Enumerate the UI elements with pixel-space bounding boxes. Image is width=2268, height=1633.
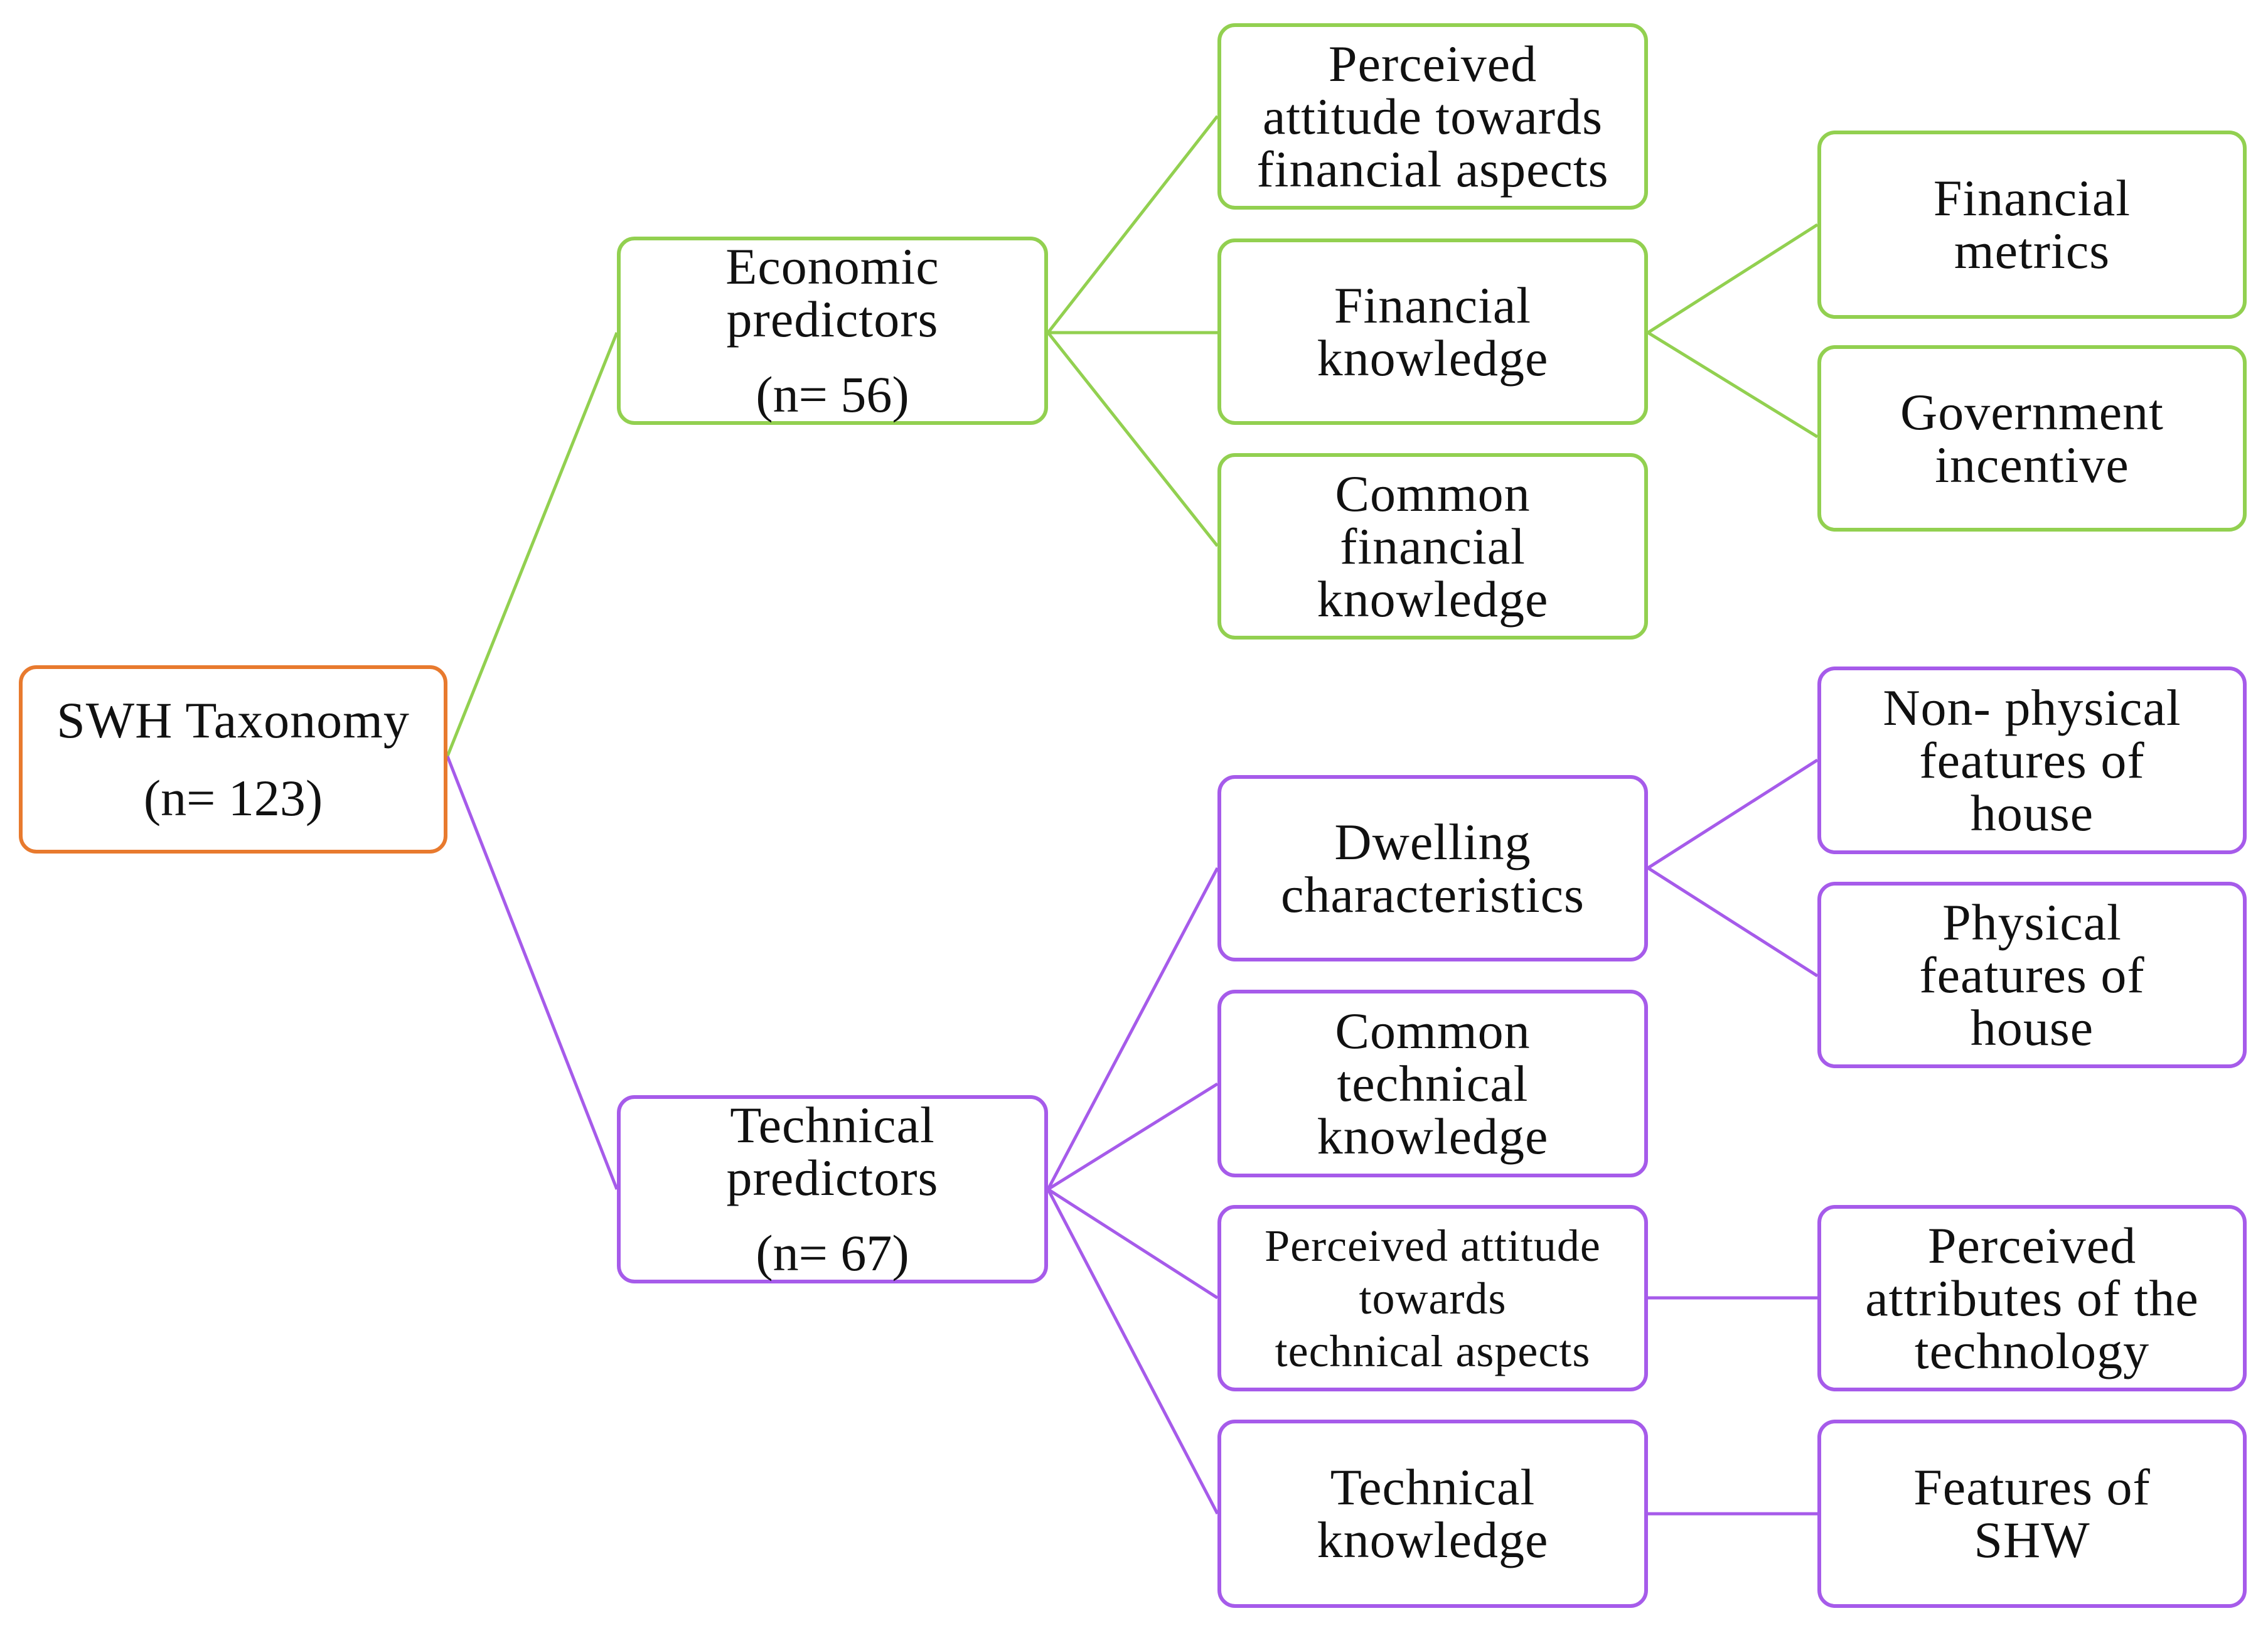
node-features-of-shw: Features of SHW	[1817, 1420, 2247, 1608]
node-technical-predictors-label: Technical predictors	[726, 1096, 939, 1206]
link-technical-dwelling	[1046, 867, 1219, 1191]
node-attitude-technical: Perceived attitude towards technical asp…	[1217, 1205, 1648, 1391]
node-government-incentive-label: Government incentive	[1900, 383, 2164, 493]
node-technical-predictors: Technical predictors (n= 67)	[617, 1095, 1048, 1283]
link-dwelling-physical	[1647, 866, 1819, 978]
node-dwelling-characteristics: Dwelling characteristics	[1217, 775, 1648, 961]
node-economic-predictors: Economic predictors (n= 56)	[617, 237, 1048, 425]
node-non-physical-features-label: Non- physical features of house	[1883, 678, 2181, 842]
node-perceived-attributes-label: Perceived attributes of the technology	[1865, 1216, 2199, 1379]
node-government-incentive: Government incentive	[1817, 345, 2247, 532]
node-common-financial-knowledge-label: Common financial knowledge	[1317, 464, 1549, 628]
link-knowledge-metrics	[1647, 223, 1819, 335]
link-dwelling-nonphysical	[1647, 758, 1819, 870]
node-attitude-technical-label: Perceived attitude towards technical asp…	[1265, 1220, 1601, 1376]
node-technical-knowledge: Technical knowledge	[1217, 1420, 1648, 1608]
node-financial-metrics-label: Financial metrics	[1933, 169, 2131, 279]
node-non-physical-features: Non- physical features of house	[1817, 667, 2247, 854]
node-common-financial-knowledge: Common financial knowledge	[1217, 453, 1648, 640]
link-root-economic	[446, 332, 619, 757]
node-swh-taxonomy-count: (n= 123)	[143, 769, 323, 827]
node-common-technical-knowledge-label: Common technical knowledge	[1317, 1002, 1549, 1165]
node-perceived-attributes: Perceived attributes of the technology	[1817, 1205, 2247, 1391]
link-technical-knowledge	[1046, 1188, 1219, 1515]
link-knowledge-incentive	[1647, 331, 1819, 439]
node-swh-taxonomy-label: SWH Taxonomy	[56, 692, 410, 749]
node-financial-metrics: Financial metrics	[1817, 131, 2247, 319]
node-features-of-shw-label: Features of SHW	[1913, 1459, 2151, 1568]
node-dwelling-characteristics-label: Dwelling characteristics	[1281, 813, 1585, 923]
link-economic-attitude	[1047, 115, 1219, 334]
link-economic-common	[1047, 331, 1219, 547]
node-financial-knowledge: Financial knowledge	[1217, 238, 1648, 425]
node-financial-knowledge-label: Financial knowledge	[1317, 276, 1549, 387]
link-technical-attitude	[1047, 1187, 1219, 1300]
node-technical-predictors-count: (n= 67)	[756, 1224, 909, 1282]
node-common-technical-knowledge: Common technical knowledge	[1217, 990, 1648, 1177]
node-attitude-financial: Perceived attitude towards financial asp…	[1217, 23, 1648, 210]
node-economic-predictors-count: (n= 56)	[756, 366, 909, 423]
node-economic-predictors-label: Economic predictors	[725, 238, 939, 348]
node-physical-features-label: Physical features of house	[1919, 893, 2145, 1056]
node-technical-knowledge-label: Technical knowledge	[1317, 1459, 1549, 1568]
node-swh-taxonomy: SWH Taxonomy (n= 123)	[19, 665, 447, 854]
node-attitude-financial-label: Perceived attitude towards financial asp…	[1256, 35, 1609, 198]
node-physical-features: Physical features of house	[1817, 882, 2247, 1068]
link-root-technical	[446, 756, 619, 1190]
link-technical-common	[1047, 1082, 1219, 1191]
